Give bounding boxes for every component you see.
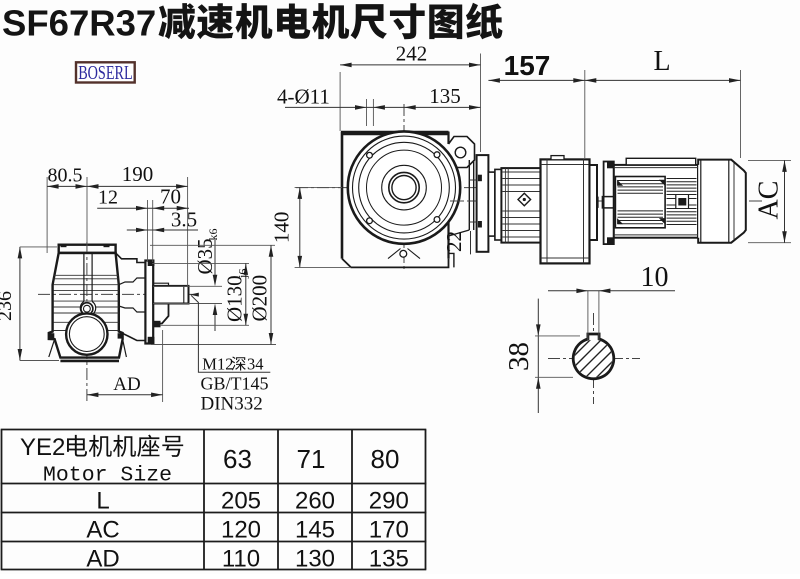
svg-text:236: 236 (0, 291, 16, 321)
svg-text:290: 290 (369, 488, 409, 515)
svg-text:135: 135 (369, 546, 409, 573)
svg-text:145: 145 (295, 517, 335, 544)
svg-text:170: 170 (369, 517, 409, 544)
svg-text:22: 22 (442, 231, 466, 252)
svg-text:190: 190 (122, 162, 154, 186)
svg-text:242: 242 (396, 42, 428, 66)
svg-text:70: 70 (160, 185, 181, 209)
svg-text:140: 140 (270, 212, 294, 244)
svg-text:Ø200: Ø200 (248, 275, 272, 322)
svg-text:157: 157 (504, 50, 551, 81)
svg-text:205: 205 (221, 488, 261, 515)
svg-text:110: 110 (222, 546, 260, 573)
svg-text:71: 71 (297, 444, 326, 474)
svg-text:k6: k6 (206, 229, 220, 241)
svg-text:DIN332: DIN332 (201, 394, 263, 415)
svg-text:80.5: 80.5 (48, 165, 83, 187)
svg-text:GB/T145: GB/T145 (201, 374, 269, 394)
svg-text:38: 38 (503, 342, 535, 371)
svg-text:63: 63 (223, 444, 252, 474)
svg-text:260: 260 (295, 488, 335, 515)
svg-text:AD: AD (113, 374, 140, 395)
svg-text:120: 120 (221, 517, 261, 544)
svg-text:80: 80 (371, 444, 400, 474)
svg-text:135: 135 (429, 84, 461, 108)
svg-text:Ø35: Ø35 (193, 238, 217, 274)
svg-text:Motor Size: Motor Size (43, 464, 172, 488)
svg-text:SF67R37: SF67R37 (2, 3, 156, 44)
svg-text:BOSERL: BOSERL (78, 63, 133, 84)
svg-text:YE2: YE2 (20, 434, 65, 461)
svg-text:AC: AC (754, 181, 785, 220)
svg-text:j6: j6 (236, 269, 250, 279)
svg-text:M12: M12 (202, 354, 233, 373)
svg-text:Ø130: Ø130 (223, 275, 247, 322)
svg-text:L: L (653, 46, 670, 77)
svg-text:AC: AC (86, 517, 119, 544)
svg-text:3.5: 3.5 (171, 208, 197, 232)
svg-text:130: 130 (295, 546, 335, 573)
svg-text:4-Ø11: 4-Ø11 (277, 85, 330, 109)
svg-text:12: 12 (98, 187, 118, 209)
svg-text:L: L (96, 488, 109, 515)
svg-text:10: 10 (641, 262, 669, 293)
svg-text:34: 34 (247, 354, 264, 373)
svg-text:AD: AD (86, 546, 119, 573)
